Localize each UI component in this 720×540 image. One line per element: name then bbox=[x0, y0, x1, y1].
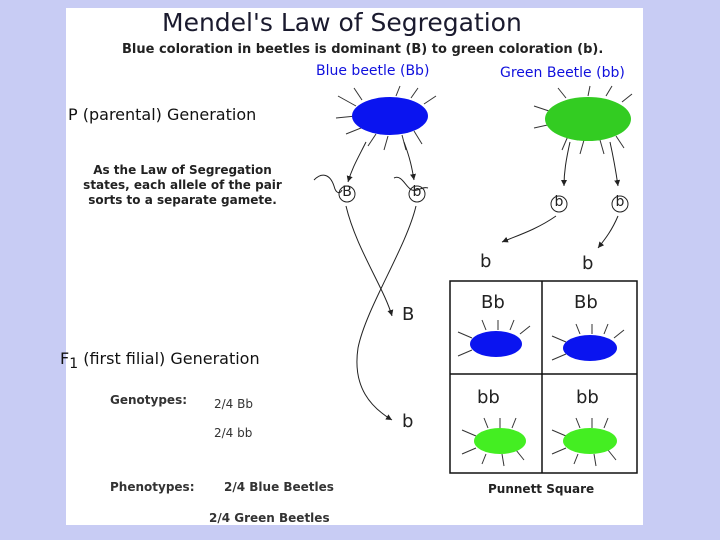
punnett-cell-top-right: Bb bbox=[574, 292, 598, 313]
punnett-side-allele-1: B bbox=[402, 304, 415, 325]
f1-generation-label: F1 (first filial) Generation bbox=[60, 349, 260, 373]
punnett-top-allele-2: b bbox=[582, 253, 594, 274]
green-beetle-label: Green Beetle (bb) bbox=[500, 65, 625, 81]
gamete-blue-recessive: b bbox=[412, 184, 422, 200]
subtitle: Blue coloration in beetles is dominant (… bbox=[122, 42, 604, 57]
punnett-cell-bottom-right: bb bbox=[576, 387, 599, 408]
diagram-panel: Mendel's Law of Segregation Blue colorat… bbox=[60, 8, 643, 525]
genotype-ratio-1: 2/4 Bb bbox=[214, 397, 253, 411]
offspring-blue-2 bbox=[551, 323, 625, 361]
phenotypes-label: Phenotypes: bbox=[110, 480, 195, 494]
gamete-green-1: b bbox=[554, 194, 564, 210]
offspring-green-2 bbox=[551, 417, 617, 467]
segregation-note: As the Law of Segregation states, each a… bbox=[83, 163, 282, 207]
genotypes-label: Genotypes: bbox=[110, 393, 188, 407]
punnett-cell-top-left: Bb bbox=[481, 292, 505, 313]
phenotype-ratio-2: 2/4 Green Beetles bbox=[209, 511, 330, 525]
punnett-cell-bottom-left: bb bbox=[477, 387, 500, 408]
blue-parent-beetle bbox=[335, 85, 437, 151]
phenotype-ratio-1: 2/4 Blue Beetles bbox=[224, 480, 334, 494]
segregation-diagram bbox=[313, 85, 638, 474]
page-title: Mendel's Law of Segregation bbox=[162, 8, 522, 37]
genotype-ratio-2: 2/4 bb bbox=[214, 426, 253, 440]
parental-generation-label: P (parental) Generation bbox=[68, 105, 257, 124]
punnett-square-grid bbox=[449, 280, 638, 474]
green-parent-beetle bbox=[533, 85, 633, 155]
gamete-green-2: b bbox=[615, 194, 625, 210]
offspring-green-1 bbox=[461, 417, 526, 467]
punnett-square-label: Punnett Square bbox=[488, 482, 595, 496]
punnett-side-allele-2: b bbox=[402, 411, 414, 432]
gamete-circles bbox=[338, 185, 629, 213]
blue-beetle-label: Blue beetle (Bb) bbox=[316, 63, 430, 79]
gamete-blue-dominant: B bbox=[342, 184, 352, 200]
punnett-top-allele-1: b bbox=[480, 251, 492, 272]
offspring-blue-1 bbox=[457, 319, 531, 357]
